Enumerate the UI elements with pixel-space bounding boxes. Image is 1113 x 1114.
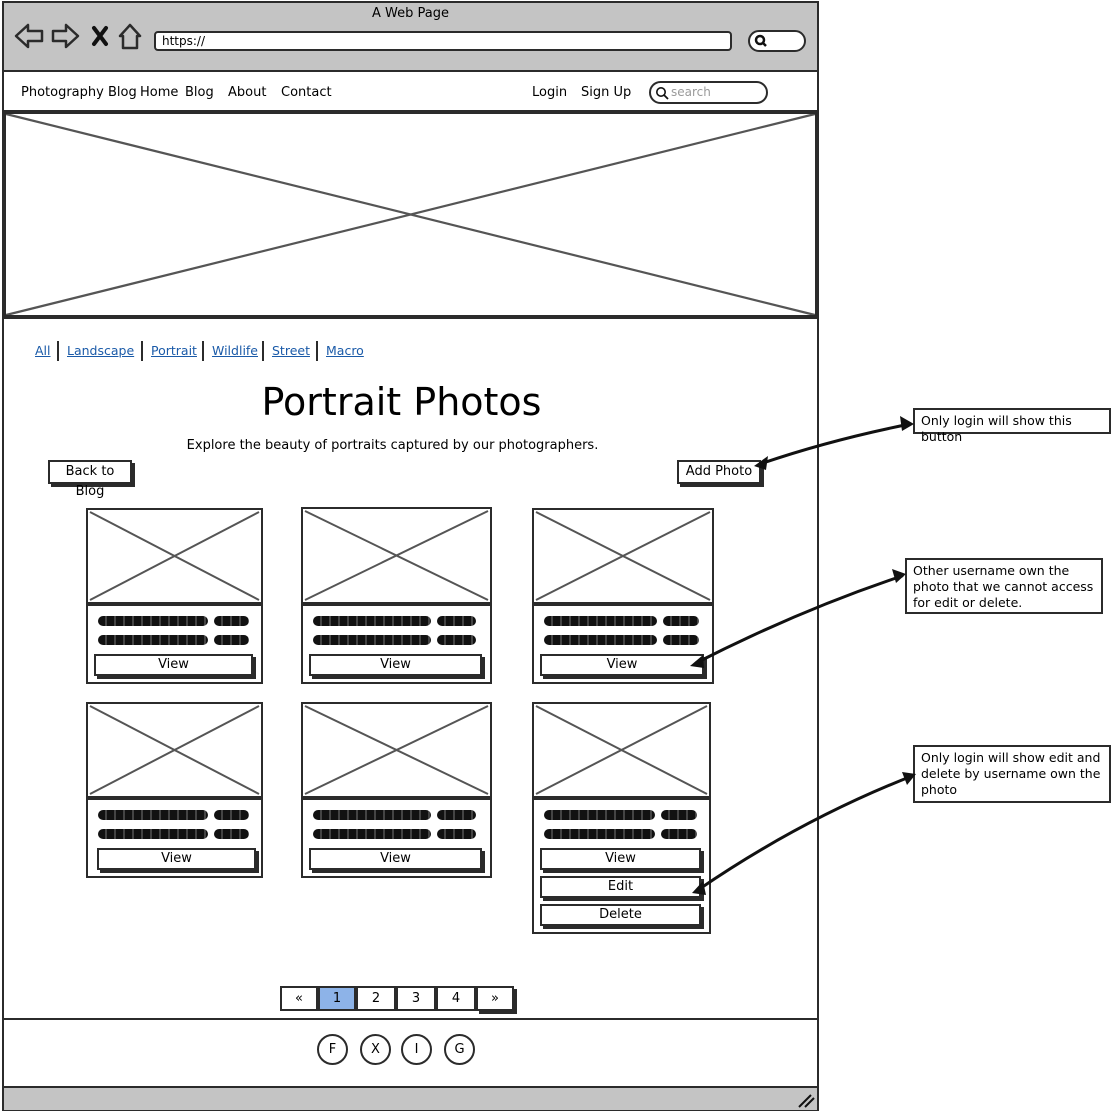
- forward-arrow-icon[interactable]: [51, 23, 80, 49]
- browser-nav-icons: [14, 23, 142, 50]
- placeholder-text-scribble: [437, 829, 476, 839]
- browser-window: [2, 1, 819, 1111]
- placeholder-text-scribble: [213, 829, 250, 839]
- category-separator: [316, 341, 318, 361]
- placeholder-text-scribble: [437, 810, 476, 820]
- placeholder-text-scribble: [662, 616, 700, 626]
- search-icon: [754, 34, 767, 47]
- placeholder-text-scribble: [313, 616, 432, 626]
- placeholder-text-scribble: [660, 829, 697, 839]
- status-bar: [4, 1086, 817, 1110]
- window-title: A Web Page: [372, 6, 449, 21]
- back-to-blog-button[interactable]: Back to Blog: [48, 460, 132, 499]
- placeholder-text-scribble: [98, 635, 208, 645]
- signup-link[interactable]: Sign Up: [581, 85, 632, 100]
- site-footer: [4, 1018, 817, 1086]
- placeholder-text-scribble: [660, 810, 697, 820]
- add-photo-button[interactable]: Add Photo: [677, 460, 761, 484]
- photo-thumbnail-placeholder[interactable]: [86, 702, 263, 798]
- placeholder-text-scribble: [437, 616, 476, 626]
- category-wildlife[interactable]: Wildlife: [212, 343, 259, 358]
- placeholder-text-scribble: [213, 810, 250, 820]
- page-title: Portrait Photos: [261, 380, 542, 424]
- view-button[interactable]: View: [540, 654, 704, 676]
- pagination-page-1[interactable]: 1: [318, 986, 356, 1011]
- placeholder-text-scribble: [662, 635, 700, 645]
- arrowhead: [892, 569, 906, 583]
- nav-link-home[interactable]: Home: [140, 85, 179, 100]
- photo-thumbnail-placeholder[interactable]: [532, 702, 711, 798]
- placeholder-text-scribble: [437, 635, 476, 645]
- resize-grip-icon[interactable]: [796, 1093, 816, 1109]
- category-separator: [141, 341, 143, 361]
- annotation-login-button: Only login will show this button: [913, 408, 1111, 444]
- category-all[interactable]: All: [35, 343, 51, 358]
- social-facebook-icon[interactable]: F: [317, 1034, 348, 1065]
- login-link[interactable]: Login: [532, 85, 568, 100]
- stop-icon[interactable]: [92, 26, 108, 46]
- placeholder-text-scribble: [98, 810, 208, 820]
- home-icon[interactable]: [118, 23, 142, 50]
- placeholder-text-scribble: [313, 635, 432, 645]
- photo-thumbnail-placeholder[interactable]: [532, 508, 714, 604]
- category-street[interactable]: Street: [272, 343, 310, 358]
- pagination-page-2[interactable]: 2: [356, 986, 396, 1011]
- edit-button[interactable]: Edit: [540, 876, 701, 898]
- category-portrait[interactable]: Portrait: [151, 343, 197, 358]
- category-separator: [57, 341, 59, 361]
- annotation-other-owner: Other username own the photo that we can…: [905, 558, 1103, 614]
- pagination-page-3[interactable]: 3: [396, 986, 436, 1011]
- hero-image-placeholder: [4, 112, 817, 319]
- placeholder-text-scribble: [313, 829, 432, 839]
- placeholder-text-scribble: [213, 635, 250, 645]
- site-search-input[interactable]: search: [649, 81, 768, 104]
- delete-button[interactable]: Delete: [540, 904, 701, 926]
- brand-logo[interactable]: Photography Blog: [21, 85, 137, 100]
- placeholder-text-scribble: [544, 810, 655, 820]
- social-x-icon[interactable]: X: [360, 1034, 391, 1065]
- category-macro[interactable]: Macro: [326, 343, 364, 358]
- placeholder-text-scribble: [313, 810, 432, 820]
- arrowhead: [900, 416, 914, 431]
- photo-thumbnail-placeholder[interactable]: [86, 508, 263, 604]
- page-subtitle: Explore the beauty of portraits captured…: [186, 438, 599, 453]
- placeholder-text-scribble: [98, 829, 208, 839]
- category-landscape[interactable]: Landscape: [67, 343, 135, 358]
- nav-link-blog[interactable]: Blog: [185, 85, 214, 100]
- category-separator: [262, 341, 264, 361]
- photo-thumbnail-placeholder[interactable]: [301, 507, 492, 604]
- social-github-icon[interactable]: G: [444, 1034, 475, 1065]
- placeholder-text-scribble: [544, 635, 657, 645]
- placeholder-text-scribble: [98, 616, 208, 626]
- placeholder-text-scribble: [544, 829, 655, 839]
- nav-link-contact[interactable]: Contact: [281, 85, 332, 100]
- pagination-next[interactable]: »: [476, 986, 514, 1011]
- view-button[interactable]: View: [97, 848, 256, 870]
- photo-thumbnail-placeholder[interactable]: [301, 702, 492, 798]
- site-navbar: [4, 74, 817, 112]
- browser-search-box[interactable]: [748, 30, 806, 52]
- view-button[interactable]: View: [540, 848, 701, 870]
- url-input[interactable]: https://: [154, 31, 732, 51]
- placeholder-text-scribble: [544, 616, 657, 626]
- magnifier-icon: [656, 87, 669, 100]
- view-button[interactable]: View: [309, 848, 482, 870]
- social-instagram-icon[interactable]: I: [401, 1034, 432, 1065]
- annotation-owner-edit-delete: Only login will show edit and delete by …: [913, 745, 1111, 803]
- pagination-prev[interactable]: «: [280, 986, 318, 1011]
- nav-link-about[interactable]: About: [228, 85, 267, 100]
- category-separator: [202, 341, 204, 361]
- placeholder-text-scribble: [213, 616, 250, 626]
- back-arrow-icon[interactable]: [14, 23, 44, 49]
- pagination-page-4[interactable]: 4: [436, 986, 476, 1011]
- view-button[interactable]: View: [309, 654, 482, 676]
- view-button[interactable]: View: [94, 654, 253, 676]
